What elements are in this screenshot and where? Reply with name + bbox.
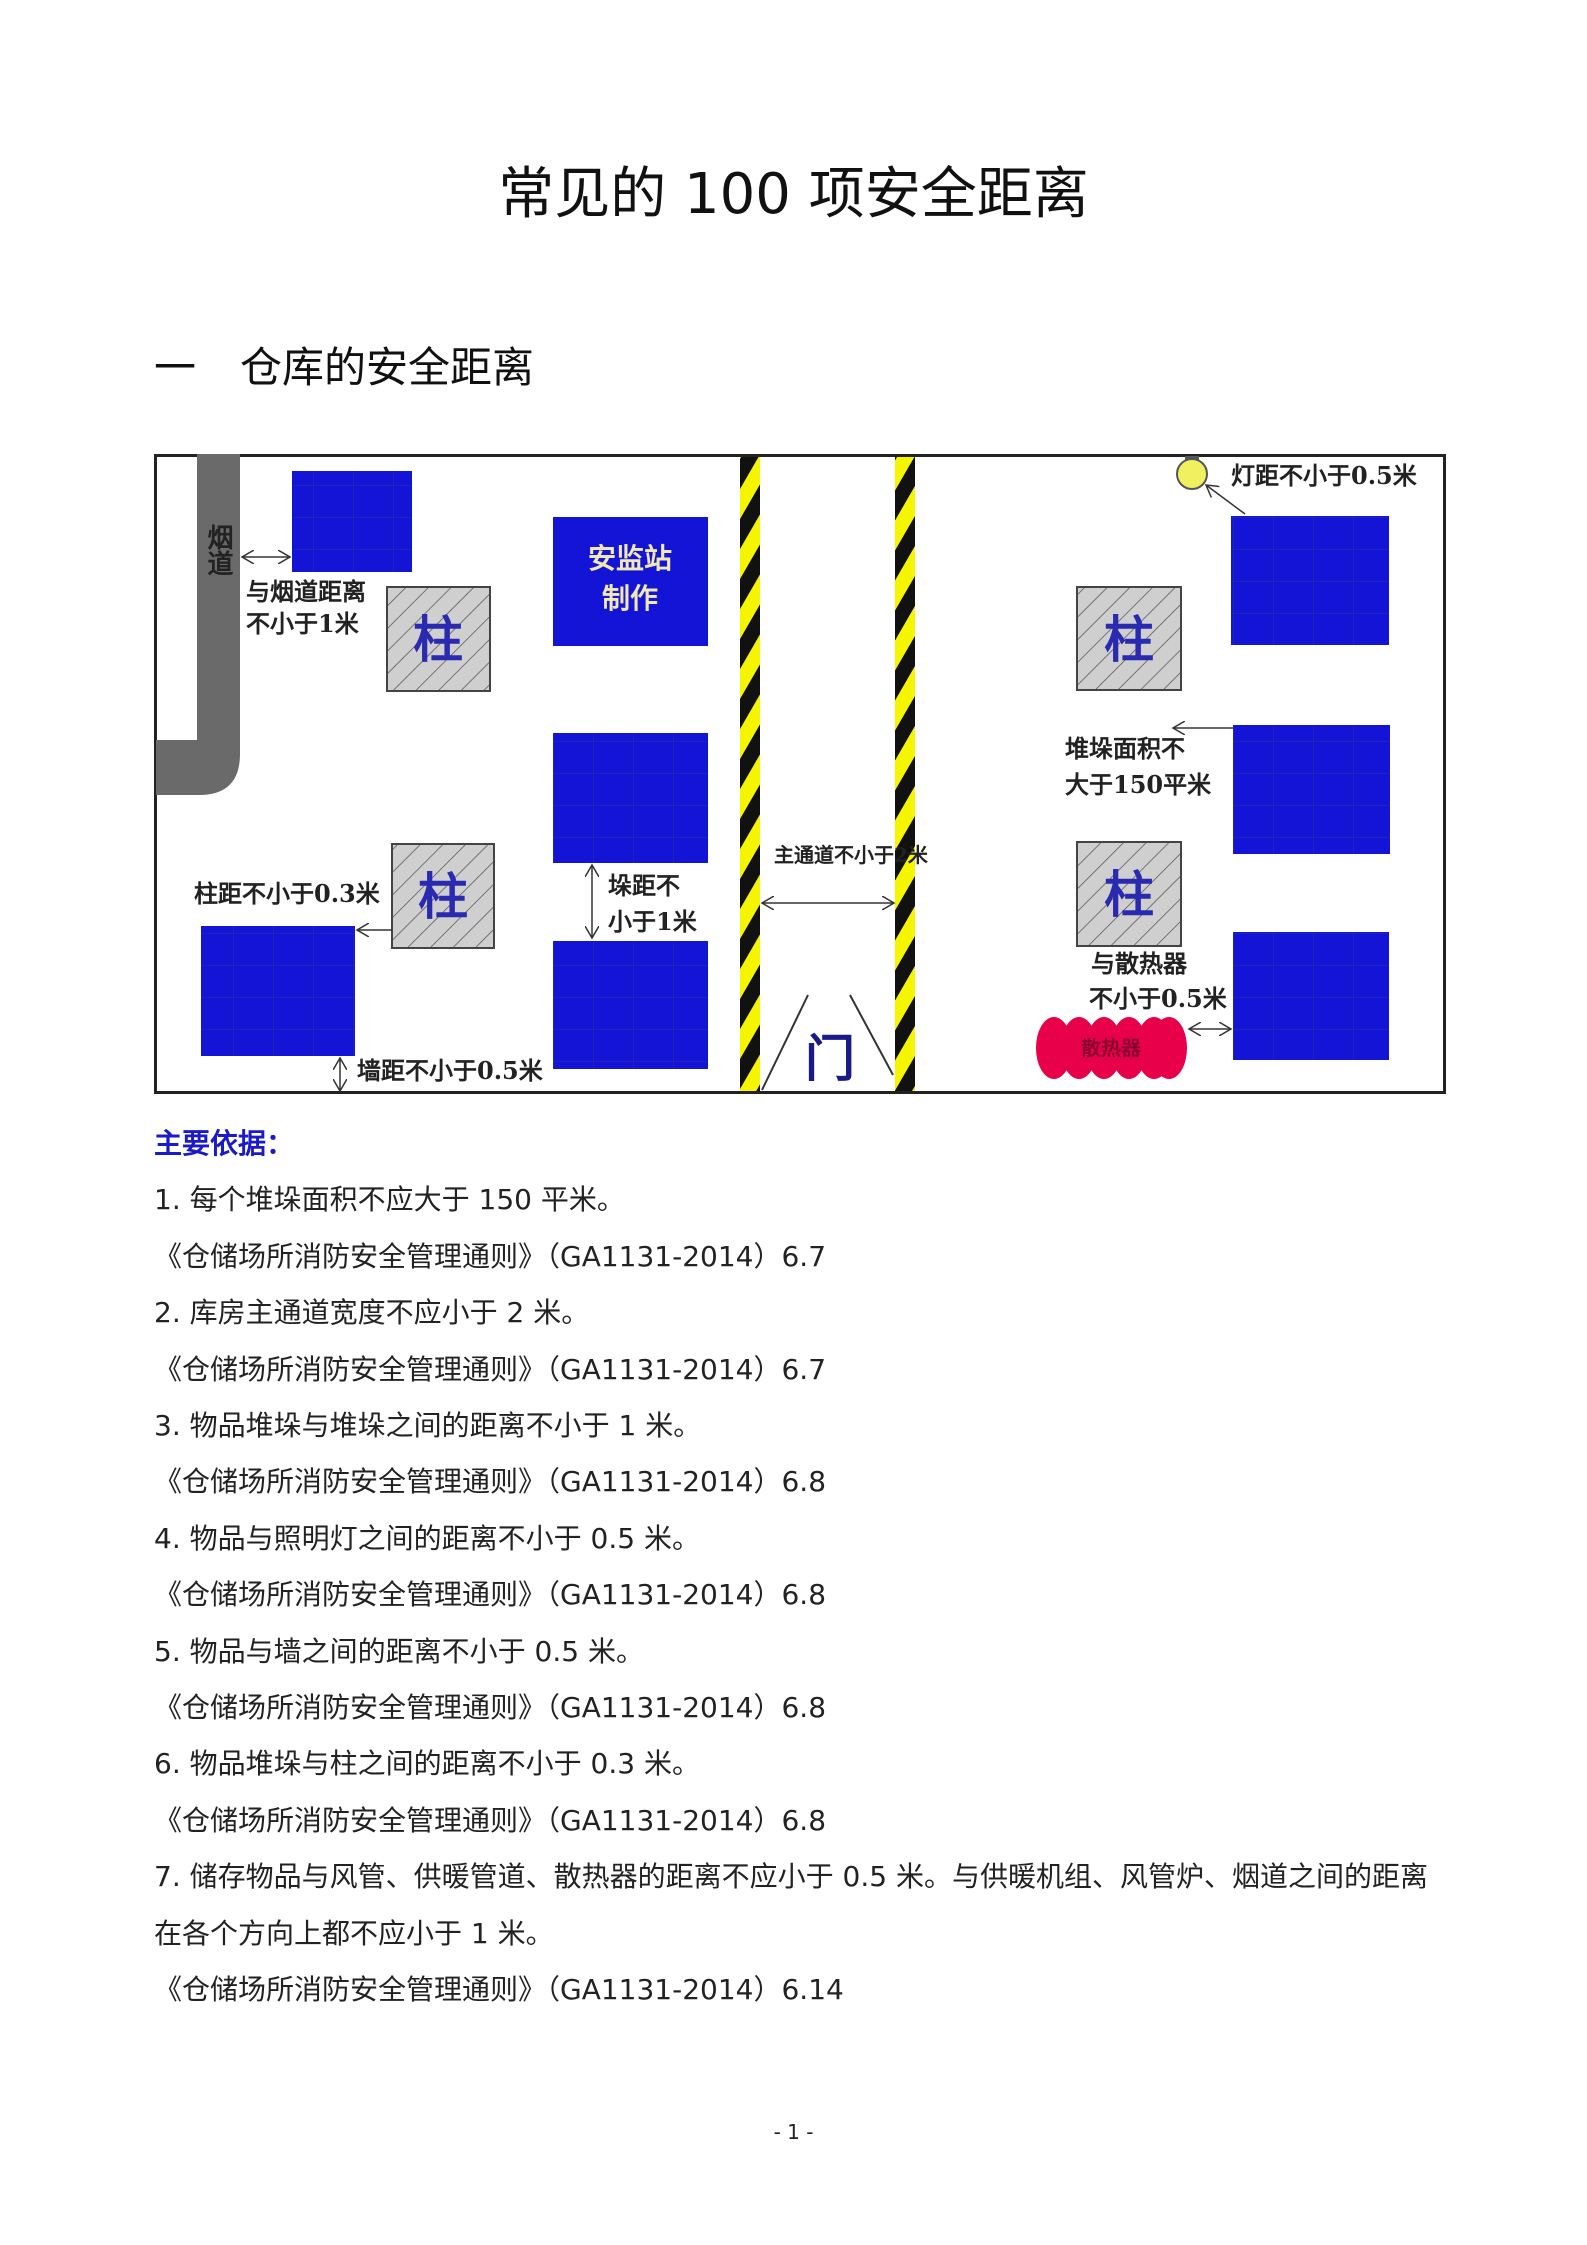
basis-line: 6. 物品堆垛与柱之间的距离不小于 0.3 米。 — [154, 1747, 700, 1781]
column: 柱 — [1076, 586, 1182, 691]
section-title: 仓库的安全距离 — [240, 343, 535, 392]
aisle-note: 主通道不小于2米 — [774, 843, 929, 867]
basis-line: 1. 每个堆垛面积不应大于 150 平米。 — [154, 1183, 625, 1217]
door-label: 门 — [805, 1029, 855, 1088]
radiator-note-1: 与散热器 — [1091, 949, 1188, 978]
stack-watermark-box — [553, 517, 708, 646]
basis-line: 《仓储场所消防安全管理通则》（GA1131-2014）6.8 — [154, 1803, 827, 1837]
stack — [553, 733, 708, 863]
area-note-1: 堆垛面积不 — [1065, 734, 1185, 763]
stack — [1233, 932, 1389, 1060]
basis-section: 主要依据： 1. 每个堆垛面积不应大于 150 平米。 《仓储场所消防安全管理通… — [154, 1116, 1446, 2019]
basis-line: 《仓储场所消防安全管理通则》（GA1131-2014）6.7 — [154, 1239, 827, 1273]
radiator-note-2: 不小于0.5米 — [1089, 984, 1227, 1013]
stack — [1233, 725, 1390, 854]
section-number: 一 — [154, 343, 197, 392]
lamp-note: 灯距不小于0.5米 — [1231, 461, 1417, 490]
lamp-icon — [1176, 456, 1208, 490]
svg-text:柱: 柱 — [1104, 865, 1154, 924]
chimney — [156, 454, 240, 795]
basis-line: 2. 库房主通道宽度不应小于 2 米。 — [154, 1296, 590, 1330]
basis-heading: 主要依据： — [154, 1127, 295, 1160]
column: 柱 — [386, 586, 491, 692]
aisle-stripe-left — [740, 457, 760, 1091]
chimney-note-1: 与烟道距离 — [246, 577, 366, 606]
basis-line: 7. 储存物品与风管、供暖管道、散热器的距离不应小于 0.5 米。与供暖机组、风… — [154, 1860, 1428, 1950]
radiator-icon: 散热器 — [1036, 1017, 1187, 1079]
column-note: 柱距不小于0.3米 — [194, 879, 380, 908]
area-note-2: 大于150平米 — [1065, 770, 1211, 799]
column: 柱 — [391, 843, 495, 949]
stack — [201, 926, 355, 1056]
svg-text:柱: 柱 — [413, 610, 463, 669]
section-heading: 一仓库的安全距离 — [154, 340, 534, 396]
wall-note: 墙距不小于0.5米 — [357, 1056, 543, 1085]
svg-text:散热器: 散热器 — [1081, 1036, 1142, 1060]
column: 柱 — [1076, 841, 1182, 947]
stack — [1231, 516, 1389, 645]
basis-line: 《仓储场所消防安全管理通则》（GA1131-2014）6.7 — [154, 1352, 827, 1386]
chimney-note-2: 不小于1米 — [246, 609, 359, 638]
page-number: - 1 - — [773, 2120, 814, 2144]
stack — [553, 941, 708, 1069]
aisle-stripe-right — [895, 457, 915, 1091]
watermark-line-1: 安监站 — [588, 542, 672, 575]
basis-line: 《仓储场所消防安全管理通则》（GA1131-2014）6.8 — [154, 1465, 827, 1499]
basis-line: 《仓储场所消防安全管理通则》（GA1131-2014）6.8 — [154, 1578, 827, 1612]
svg-text:柱: 柱 — [1104, 610, 1154, 669]
svg-text:柱: 柱 — [418, 867, 468, 926]
warehouse-diagram: 烟道 安监站 制作 柱 柱 柱 柱 门 散热器 与烟道距离 不小于1米 柱 — [154, 454, 1446, 1094]
stack — [292, 471, 412, 572]
document-title: 常见的 100 项安全距离 — [498, 162, 1089, 227]
basis-line: 5. 物品与墙之间的距离不小于 0.5 米。 — [154, 1634, 644, 1668]
chimney-label: 烟道 — [203, 524, 233, 576]
basis-line: 《仓储场所消防安全管理通则》（GA1131-2014）6.14 — [154, 1973, 844, 2007]
stack-gap-note-1: 垛距不 — [608, 871, 680, 900]
watermark-line-2: 制作 — [602, 582, 658, 615]
basis-line: 《仓储场所消防安全管理通则》（GA1131-2014）6.8 — [154, 1691, 827, 1725]
basis-line: 4. 物品与照明灯之间的距离不小于 0.5 米。 — [154, 1521, 700, 1555]
basis-line: 3. 物品堆垛与堆垛之间的距离不小于 1 米。 — [154, 1409, 702, 1443]
stack-gap-note-2: 小于1米 — [608, 907, 697, 936]
